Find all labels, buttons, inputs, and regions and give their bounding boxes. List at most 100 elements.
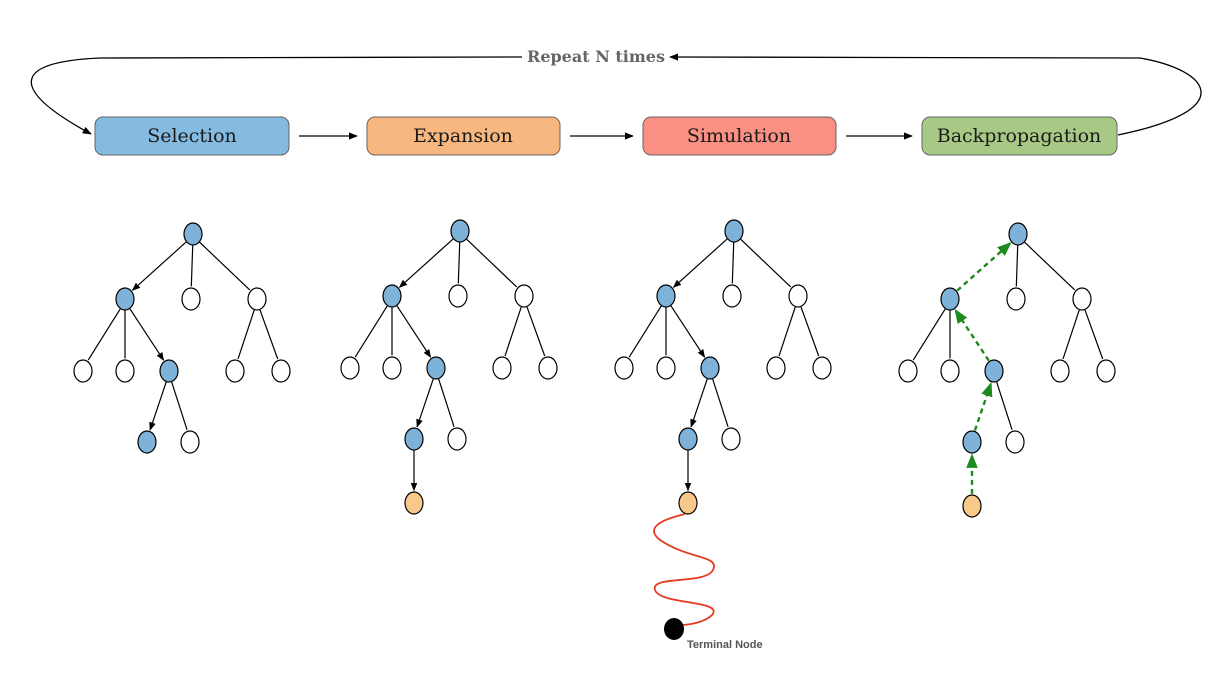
loop-label: Repeat N times xyxy=(527,47,665,66)
visited-node xyxy=(1008,222,1028,246)
expanded-node xyxy=(678,491,698,515)
tree-expansion xyxy=(340,219,558,515)
trees xyxy=(73,219,1116,518)
visited-node xyxy=(940,287,960,311)
tree-edge-arrow xyxy=(416,378,434,428)
tree-node xyxy=(940,359,960,383)
loop-arrow-right xyxy=(669,53,1202,136)
tree-node xyxy=(1005,430,1025,454)
tree-node xyxy=(538,356,558,380)
tree-edge-arrow xyxy=(396,305,432,358)
tree-node xyxy=(898,359,918,383)
visited-node xyxy=(426,356,446,380)
visited-node xyxy=(678,427,698,451)
visited-node xyxy=(450,219,470,243)
tree-edge xyxy=(526,306,546,357)
visited-node xyxy=(656,284,676,308)
tree-node xyxy=(180,430,200,454)
tree-node xyxy=(812,356,832,380)
tree-edge xyxy=(259,309,279,360)
tree-node xyxy=(448,284,468,308)
tree-node xyxy=(73,359,93,383)
stage-expansion: Expansion xyxy=(366,116,561,156)
tree-edge xyxy=(1062,309,1080,360)
tree-node xyxy=(766,356,786,380)
tree-edge xyxy=(800,306,820,357)
tree-node xyxy=(1072,287,1092,311)
tree-edge xyxy=(912,308,946,361)
visited-node xyxy=(382,284,402,308)
stage-box-selection xyxy=(94,116,290,156)
tree-selection xyxy=(73,222,291,454)
backprop-arrow xyxy=(973,381,993,431)
stage-backpropagation: Backpropagation xyxy=(921,116,1118,156)
tree-edge xyxy=(457,242,461,284)
tree-edge xyxy=(354,305,388,358)
tree-edge xyxy=(712,378,729,428)
tree-node xyxy=(225,359,245,383)
visited-node xyxy=(984,359,1004,383)
stage-box-expansion xyxy=(366,116,561,156)
tree-node xyxy=(1050,359,1070,383)
tree-node xyxy=(514,284,534,308)
tree-node xyxy=(340,356,360,380)
stage-box-backpropagation xyxy=(921,116,1118,156)
tree-node xyxy=(181,287,201,311)
backprop-arrow xyxy=(956,241,1012,292)
tree-edge xyxy=(1024,241,1076,291)
tree-edge xyxy=(237,309,255,360)
tree-edge xyxy=(1015,245,1019,287)
tree-edge xyxy=(504,306,522,357)
expanded-node xyxy=(404,491,424,515)
stage-label-expansion: Expansion xyxy=(413,125,513,147)
tree-edge xyxy=(87,308,121,361)
tree-edge xyxy=(628,305,662,358)
stage-label-backpropagation: Backpropagation xyxy=(937,125,1102,147)
tree-node xyxy=(382,356,402,380)
visited-node xyxy=(183,222,203,246)
tree-edge-arrow xyxy=(670,305,706,358)
loop-arrow-left xyxy=(30,56,523,135)
tree-node xyxy=(788,284,808,308)
backprop-arrow xyxy=(954,308,990,362)
visited-node xyxy=(962,430,982,454)
stage-box-simulation xyxy=(642,116,837,156)
tree-node xyxy=(492,356,512,380)
tree-edge xyxy=(199,241,251,291)
tree-simulation xyxy=(614,219,832,515)
tree-edge-arrow xyxy=(129,308,165,361)
visited-node xyxy=(404,427,424,451)
visited-node xyxy=(724,219,744,243)
tree-edge xyxy=(1084,309,1104,360)
tree-backpropagation xyxy=(898,222,1116,518)
tree-edge xyxy=(171,381,188,431)
expanded-node xyxy=(962,494,982,518)
simulation-rollout: Terminal Node xyxy=(653,513,763,651)
tree-node xyxy=(115,359,135,383)
stage-label-simulation: Simulation xyxy=(687,125,791,147)
tree-edge-arrow xyxy=(149,381,167,431)
visited-node xyxy=(115,287,135,311)
visited-node xyxy=(159,359,179,383)
terminal-node-label: Terminal Node xyxy=(687,639,763,651)
simulation-path xyxy=(653,513,715,626)
tree-node xyxy=(722,284,742,308)
tree-edge xyxy=(996,381,1013,431)
tree-node xyxy=(721,427,741,451)
terminal-node xyxy=(664,618,684,640)
repeat-loop: Repeat N times xyxy=(30,47,1202,136)
tree-edge xyxy=(740,238,792,288)
tree-node xyxy=(656,356,676,380)
tree-node xyxy=(614,356,634,380)
tree-edge-arrow xyxy=(398,238,454,288)
tree-node xyxy=(247,287,267,311)
visited-node xyxy=(700,356,720,380)
tree-node xyxy=(271,359,291,383)
tree-edge xyxy=(731,242,735,284)
tree-edge xyxy=(438,378,455,428)
stage-label-selection: Selection xyxy=(147,125,237,147)
tree-edge xyxy=(190,245,194,287)
tree-edge xyxy=(466,238,518,288)
stage-simulation: Simulation xyxy=(642,116,837,156)
